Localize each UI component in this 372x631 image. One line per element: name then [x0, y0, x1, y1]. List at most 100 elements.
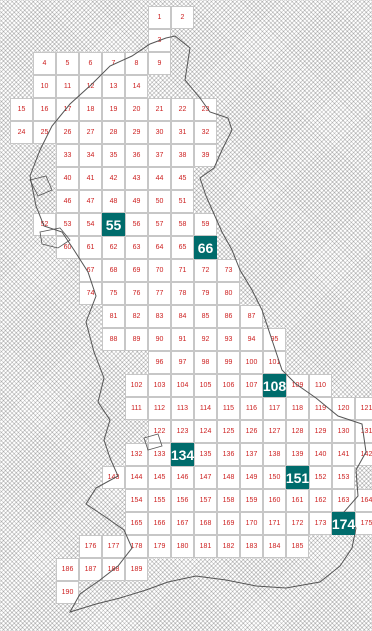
sheet-118[interactable]: 118 — [286, 397, 309, 420]
sheet-1[interactable]: 1 — [148, 6, 171, 29]
sheet-14[interactable]: 14 — [125, 75, 148, 98]
sheet-107[interactable]: 107 — [240, 374, 263, 397]
sheet-188[interactable]: 188 — [102, 558, 125, 581]
sheet-168[interactable]: 168 — [194, 512, 217, 535]
sheet-106[interactable]: 106 — [217, 374, 240, 397]
sheet-186[interactable]: 186 — [56, 558, 79, 581]
sheet-38[interactable]: 38 — [171, 144, 194, 167]
sheet-183[interactable]: 183 — [240, 535, 263, 558]
sheet-72[interactable]: 72 — [194, 259, 217, 282]
sheet-62[interactable]: 62 — [102, 236, 125, 259]
sheet-166[interactable]: 166 — [148, 512, 171, 535]
sheet-49[interactable]: 49 — [125, 190, 148, 213]
sheet-54[interactable]: 54 — [79, 213, 102, 236]
sheet-112[interactable]: 112 — [148, 397, 171, 420]
highlighted-sheet-174[interactable]: 174 — [332, 512, 355, 535]
sheet-185[interactable]: 185 — [286, 535, 309, 558]
sheet-157[interactable]: 157 — [194, 489, 217, 512]
sheet-87[interactable]: 87 — [240, 305, 263, 328]
sheet-9[interactable]: 9 — [148, 52, 171, 75]
sheet-130[interactable]: 130 — [332, 420, 355, 443]
highlighted-sheet-66[interactable]: 66 — [194, 236, 217, 259]
sheet-41[interactable]: 41 — [79, 167, 102, 190]
sheet-164[interactable]: 164 — [355, 489, 372, 512]
sheet-90[interactable]: 90 — [148, 328, 171, 351]
sheet-162[interactable]: 162 — [309, 489, 332, 512]
sheet-176[interactable]: 176 — [79, 535, 102, 558]
sheet-50[interactable]: 50 — [148, 190, 171, 213]
sheet-64[interactable]: 64 — [148, 236, 171, 259]
sheet-59[interactable]: 59 — [194, 213, 217, 236]
sheet-117[interactable]: 117 — [263, 397, 286, 420]
sheet-37[interactable]: 37 — [148, 144, 171, 167]
sheet-22[interactable]: 22 — [171, 98, 194, 121]
sheet-182[interactable]: 182 — [217, 535, 240, 558]
sheet-172[interactable]: 172 — [286, 512, 309, 535]
sheet-53[interactable]: 53 — [56, 213, 79, 236]
sheet-46[interactable]: 46 — [56, 190, 79, 213]
sheet-27[interactable]: 27 — [79, 121, 102, 144]
sheet-95[interactable]: 95 — [263, 328, 286, 351]
sheet-99[interactable]: 99 — [217, 351, 240, 374]
sheet-135[interactable]: 135 — [194, 443, 217, 466]
sheet-32[interactable]: 32 — [194, 121, 217, 144]
sheet-88[interactable]: 88 — [102, 328, 125, 351]
sheet-52[interactable]: 52 — [33, 213, 56, 236]
sheet-11[interactable]: 11 — [56, 75, 79, 98]
sheet-31[interactable]: 31 — [171, 121, 194, 144]
sheet-142[interactable]: 142 — [355, 443, 372, 466]
sheet-113[interactable]: 113 — [171, 397, 194, 420]
sheet-155[interactable]: 155 — [148, 489, 171, 512]
sheet-133[interactable]: 133 — [148, 443, 171, 466]
sheet-44[interactable]: 44 — [148, 167, 171, 190]
sheet-147[interactable]: 147 — [194, 466, 217, 489]
sheet-34[interactable]: 34 — [79, 144, 102, 167]
sheet-39[interactable]: 39 — [194, 144, 217, 167]
sheet-77[interactable]: 77 — [148, 282, 171, 305]
sheet-148[interactable]: 148 — [217, 466, 240, 489]
sheet-138[interactable]: 138 — [263, 443, 286, 466]
sheet-177[interactable]: 177 — [102, 535, 125, 558]
sheet-122[interactable]: 122 — [148, 420, 171, 443]
sheet-189[interactable]: 189 — [125, 558, 148, 581]
sheet-103[interactable]: 103 — [148, 374, 171, 397]
sheet-144[interactable]: 144 — [125, 466, 148, 489]
sheet-40[interactable]: 40 — [56, 167, 79, 190]
sheet-114[interactable]: 114 — [194, 397, 217, 420]
sheet-15[interactable]: 15 — [10, 98, 33, 121]
sheet-89[interactable]: 89 — [125, 328, 148, 351]
sheet-170[interactable]: 170 — [240, 512, 263, 535]
sheet-47[interactable]: 47 — [79, 190, 102, 213]
sheet-24[interactable]: 24 — [10, 121, 33, 144]
sheet-110[interactable]: 110 — [309, 374, 332, 397]
sheet-94[interactable]: 94 — [240, 328, 263, 351]
sheet-160[interactable]: 160 — [263, 489, 286, 512]
sheet-63[interactable]: 63 — [125, 236, 148, 259]
sheet-158[interactable]: 158 — [217, 489, 240, 512]
sheet-101[interactable]: 101 — [263, 351, 286, 374]
sheet-83[interactable]: 83 — [148, 305, 171, 328]
sheet-127[interactable]: 127 — [263, 420, 286, 443]
sheet-187[interactable]: 187 — [79, 558, 102, 581]
sheet-104[interactable]: 104 — [171, 374, 194, 397]
sheet-97[interactable]: 97 — [171, 351, 194, 374]
sheet-132[interactable]: 132 — [125, 443, 148, 466]
sheet-81[interactable]: 81 — [102, 305, 125, 328]
sheet-137[interactable]: 137 — [240, 443, 263, 466]
sheet-4[interactable]: 4 — [33, 52, 56, 75]
sheet-159[interactable]: 159 — [240, 489, 263, 512]
highlighted-sheet-151[interactable]: 151 — [286, 466, 309, 489]
sheet-180[interactable]: 180 — [171, 535, 194, 558]
sheet-175[interactable]: 175 — [355, 512, 372, 535]
sheet-131[interactable]: 131 — [355, 420, 372, 443]
highlighted-sheet-55[interactable]: 55 — [102, 213, 125, 236]
sheet-17[interactable]: 17 — [56, 98, 79, 121]
sheet-78[interactable]: 78 — [171, 282, 194, 305]
sheet-163[interactable]: 163 — [332, 489, 355, 512]
sheet-190[interactable]: 190 — [56, 581, 79, 604]
sheet-42[interactable]: 42 — [102, 167, 125, 190]
sheet-71[interactable]: 71 — [171, 259, 194, 282]
sheet-156[interactable]: 156 — [171, 489, 194, 512]
sheet-109[interactable]: 109 — [286, 374, 309, 397]
sheet-5[interactable]: 5 — [56, 52, 79, 75]
